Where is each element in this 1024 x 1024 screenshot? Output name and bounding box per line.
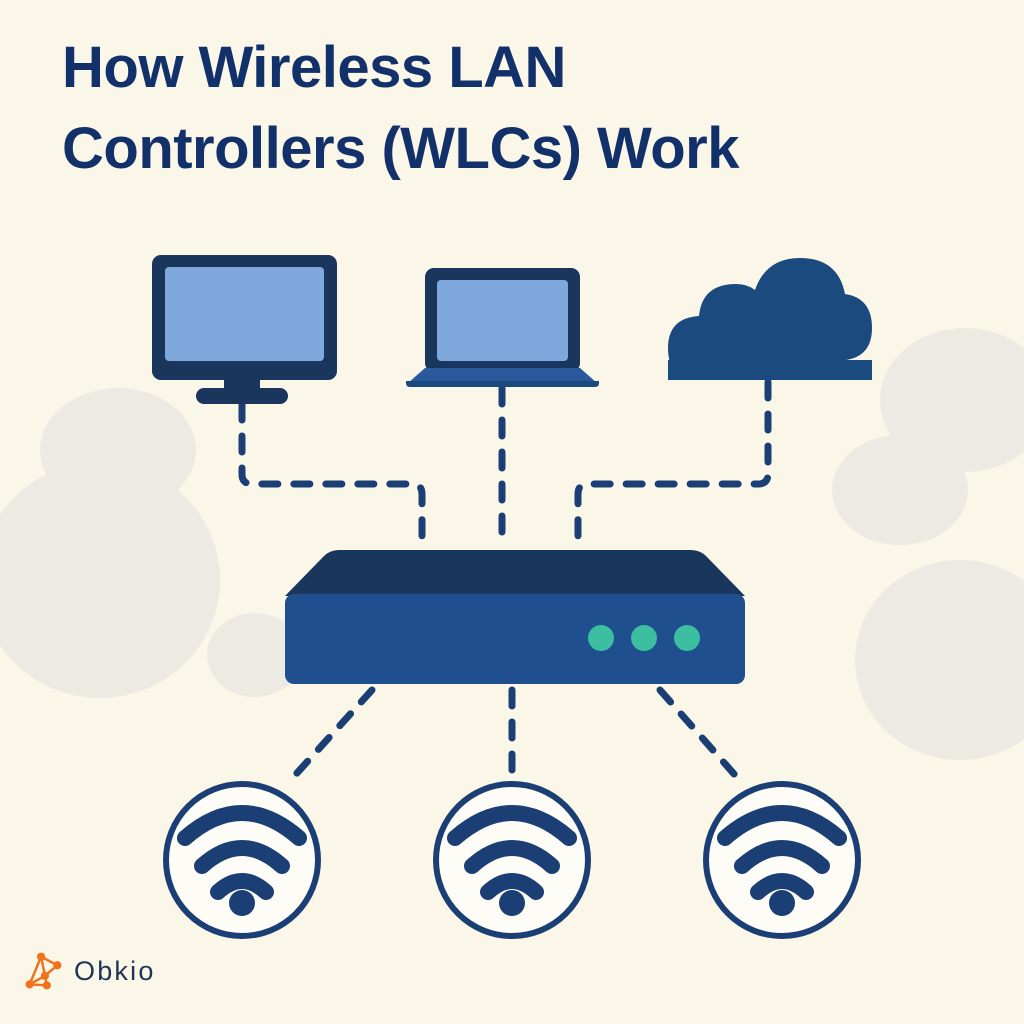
background-blob	[207, 613, 303, 697]
page-title-line-2: Controllers (WLCs) Work	[62, 115, 740, 181]
background-blob	[0, 462, 220, 698]
controller-top-face	[285, 550, 745, 596]
brand-wordmark: Obkio	[74, 955, 156, 986]
background-blob	[855, 560, 1024, 760]
monitor-screen	[165, 267, 324, 361]
laptop-base-lip	[406, 381, 599, 387]
link-controller-to-ap-1	[284, 686, 376, 787]
access-point-3[interactable]	[703, 781, 861, 939]
link-monitor-to-controller	[238, 400, 426, 549]
page-title-line-1: How Wireless LAN	[62, 35, 566, 100]
background-blob	[880, 328, 1024, 472]
background-blob	[40, 388, 196, 512]
laptop-screen	[437, 280, 568, 361]
monitor-stand-base	[196, 388, 288, 404]
access-point-2[interactable]	[433, 781, 591, 939]
page-title: How Wireless LAN Controllers (WLCs) Work	[62, 28, 942, 189]
wifi-icon-dot	[769, 890, 795, 916]
controller-led-3	[674, 625, 700, 651]
link-controller-to-ap-3	[656, 686, 746, 787]
laptop[interactable]	[406, 268, 599, 387]
controller-led-2	[631, 625, 657, 651]
link-cloud-to-controller	[574, 378, 772, 549]
controller-led-1	[588, 625, 614, 651]
wifi-icon-dot	[499, 890, 525, 916]
wifi-icon	[177, 805, 307, 900]
network-nodes-icon	[25, 952, 62, 990]
cloud[interactable]	[668, 258, 872, 380]
brand-logo[interactable]: Obkio	[22, 950, 156, 992]
desktop-monitor[interactable]	[152, 255, 337, 404]
wifi-icon	[717, 805, 847, 900]
controller-front-face	[285, 594, 745, 684]
controller-status-leds	[588, 625, 700, 651]
cloud-shape	[668, 258, 872, 380]
access-point-1[interactable]	[163, 781, 321, 939]
cloud-base	[668, 360, 872, 380]
wireless-lan-controller[interactable]	[285, 550, 745, 684]
downlink-connections	[284, 686, 746, 787]
wifi-icon	[447, 805, 577, 900]
wifi-icon-dot	[229, 890, 255, 916]
uplink-connections	[238, 378, 772, 549]
